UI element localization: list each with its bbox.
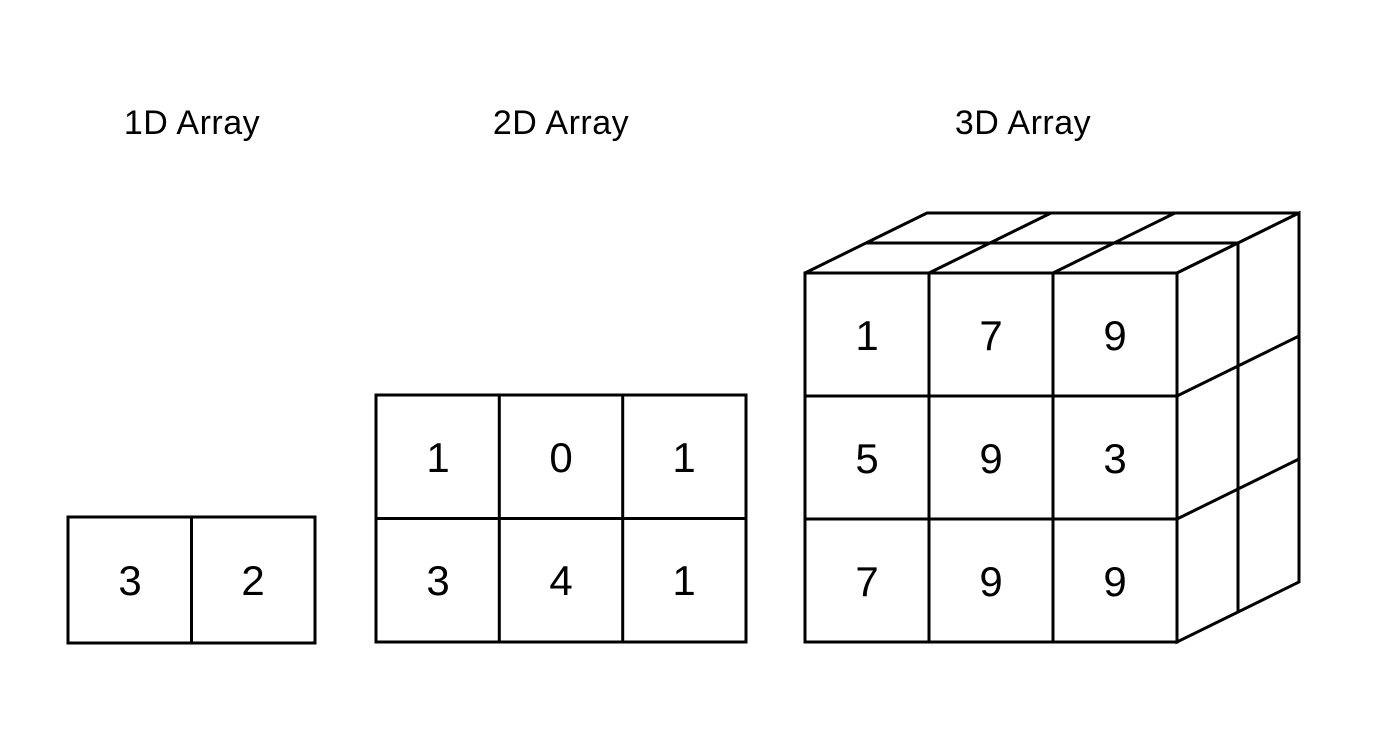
3d-array-title: 3D Array — [955, 104, 1091, 142]
1d-array-grid: 3 2 — [66, 515, 317, 645]
cube-front-face — [803, 271, 1179, 644]
2d-cell-r0c0: 1 — [426, 434, 449, 481]
2d-cell-r1c0: 3 — [426, 557, 449, 604]
cube-top-column-divider-1 — [928, 211, 1052, 275]
3d-cell-r2c0: 7 — [855, 558, 878, 605]
2d-array-title: 2D Array — [493, 104, 629, 142]
1d-array-title: 1D Array — [124, 104, 260, 142]
3d-array-cube: 1 7 9 5 9 3 7 9 9 — [803, 210, 1301, 645]
3d-cell-r2c1: 9 — [979, 558, 1002, 605]
cube-right-row-divider-2 — [1176, 457, 1300, 521]
2d-cell-r0c2: 1 — [672, 434, 695, 481]
1d-cell-r0c1: 2 — [241, 557, 264, 604]
cube-right-row-divider-1 — [1176, 334, 1300, 398]
3d-cell-r1c0: 5 — [855, 435, 878, 482]
3d-cell-r1c1: 9 — [979, 435, 1002, 482]
1d-cell-r0c0: 3 — [118, 557, 141, 604]
2d-cell-r1c2: 1 — [672, 557, 695, 604]
2d-cell-r0c1: 0 — [549, 434, 572, 481]
3d-cell-r0c2: 9 — [1103, 312, 1126, 359]
3d-cell-r0c1: 7 — [979, 312, 1002, 359]
3d-cell-r1c2: 3 — [1103, 435, 1126, 482]
3d-cell-r2c2: 9 — [1103, 558, 1126, 605]
2d-cell-r1c1: 4 — [549, 557, 572, 604]
2d-array-grid: 1 0 1 3 4 1 — [374, 393, 748, 644]
3d-cell-r0c0: 1 — [855, 312, 878, 359]
cube-top-column-divider-2 — [1052, 211, 1176, 275]
